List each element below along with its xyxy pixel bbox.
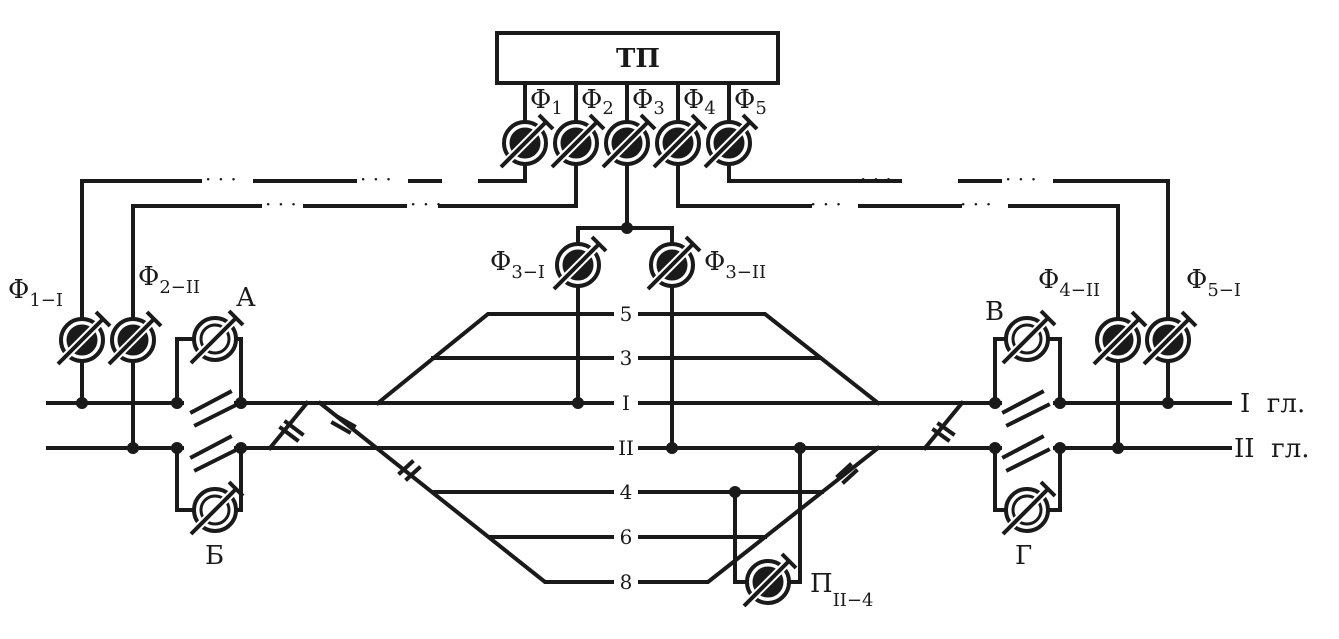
junction-dot bbox=[666, 442, 678, 454]
line-break: · · · bbox=[1005, 167, 1037, 191]
junction-dot bbox=[1162, 397, 1174, 409]
line-break: · · · bbox=[860, 167, 892, 191]
label-f4: Φ4 bbox=[683, 85, 716, 119]
disconnector-feeder-f1-icon[interactable] bbox=[499, 113, 555, 169]
junction-dot bbox=[1112, 442, 1124, 454]
junction-dot bbox=[794, 442, 806, 454]
track-6: 6 bbox=[620, 525, 633, 549]
label-f4-II: Φ4−II bbox=[1038, 265, 1100, 301]
main-track-I: I гл. bbox=[1240, 389, 1305, 419]
label-f3: Φ3 bbox=[632, 85, 665, 119]
line-break: · · · bbox=[810, 192, 842, 216]
track-8: 8 bbox=[620, 570, 633, 594]
junction-dot bbox=[989, 397, 1001, 409]
label-disconnector-a: А bbox=[236, 283, 256, 313]
disconnector-p-II-4-icon[interactable] bbox=[742, 552, 798, 608]
junction-dots bbox=[76, 222, 1174, 498]
label-p-II-4: ПII−4 bbox=[810, 569, 873, 611]
disconnector-feeder-f3-I-icon[interactable] bbox=[552, 235, 608, 291]
disconnector-a-icon[interactable] bbox=[189, 309, 245, 365]
line-break: · · · bbox=[360, 167, 392, 191]
disconnector-feeder-f4-icon[interactable] bbox=[652, 113, 708, 169]
junction-dot bbox=[729, 486, 741, 498]
track-5: 5 bbox=[620, 302, 633, 326]
label-f2-II: Φ2−II bbox=[138, 262, 200, 298]
line-break: · · · bbox=[410, 192, 442, 216]
disconnector-feeder-f3-II-icon[interactable] bbox=[646, 235, 702, 291]
disconnector-g-icon[interactable] bbox=[1001, 480, 1057, 536]
track-I: I bbox=[622, 391, 630, 415]
junction-dot bbox=[1054, 442, 1066, 454]
disconnector-v-icon[interactable] bbox=[1001, 309, 1057, 365]
disconnector-b-icon[interactable] bbox=[189, 480, 245, 536]
junction-dot bbox=[235, 442, 247, 454]
label-f1-I: Φ1−I bbox=[8, 275, 63, 311]
label-disconnector-b: Б bbox=[205, 541, 224, 571]
substation-label: ТП bbox=[616, 44, 660, 74]
junction-dot bbox=[621, 222, 633, 234]
track-labels: 5 3 I II 4 6 8 I гл. II гл. bbox=[618, 302, 1309, 594]
disconnector-feeder-f5-icon[interactable] bbox=[703, 113, 759, 169]
label-f1: Φ1 bbox=[530, 85, 563, 119]
junction-dot bbox=[1054, 397, 1066, 409]
traction-substation: ТП bbox=[495, 31, 780, 85]
disconnector-feeder-f2-II-icon[interactable] bbox=[107, 310, 163, 366]
disconnector-feeder-f2-icon[interactable] bbox=[550, 113, 606, 169]
line-breaks: · · · · · · · · · · · · · · · · · · · · … bbox=[205, 167, 1037, 216]
line-break: · · · bbox=[265, 192, 297, 216]
label-disconnector-g: Г bbox=[1015, 541, 1032, 571]
disconnector-feeder-f5-I-icon[interactable] bbox=[1142, 310, 1198, 366]
main-track-II: II гл. bbox=[1234, 434, 1309, 464]
wiring bbox=[46, 81, 1232, 584]
track-4: 4 bbox=[620, 480, 633, 504]
junction-dot bbox=[127, 442, 139, 454]
label-f2: Φ2 bbox=[581, 85, 614, 119]
line-break: · · · bbox=[205, 167, 237, 191]
junction-dot bbox=[989, 442, 1001, 454]
disconnector-feeder-f1-I-icon[interactable] bbox=[56, 310, 112, 366]
disconnectors bbox=[56, 113, 1198, 608]
label-f5: Φ5 bbox=[734, 85, 767, 119]
junction-dot bbox=[76, 397, 88, 409]
line-break: · · · bbox=[960, 192, 992, 216]
label-f3-II: Φ3−II bbox=[704, 247, 766, 283]
disconnector-feeder-f3-icon[interactable] bbox=[601, 113, 657, 169]
junction-dot bbox=[572, 397, 584, 409]
junction-dot bbox=[171, 397, 183, 409]
label-f5-I: Φ5−I bbox=[1186, 265, 1241, 301]
disconnector-feeder-f4-II-icon[interactable] bbox=[1092, 310, 1148, 366]
junction-dot bbox=[171, 442, 183, 454]
track-II: II bbox=[618, 436, 634, 460]
label-disconnector-v: В bbox=[985, 297, 1004, 327]
label-f3-I: Φ3−I bbox=[490, 247, 545, 283]
track-3: 3 bbox=[620, 346, 633, 370]
junction-dot bbox=[235, 397, 247, 409]
feeder-labels: Φ1 Φ2 Φ3 Φ4 Φ5 Φ1−I Φ2−II Φ3−I Φ3−II Φ4−… bbox=[8, 85, 1241, 611]
